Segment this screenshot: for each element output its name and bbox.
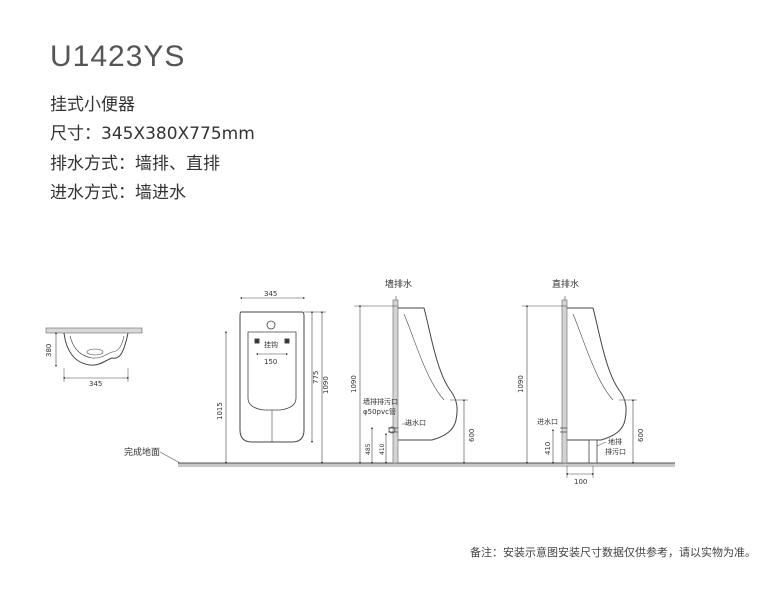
top-depth-dim: 380 xyxy=(45,344,53,357)
top-width-dim: 345 xyxy=(89,380,102,388)
floor-inlet-label: 进水口 xyxy=(537,417,558,426)
wall-drain-label: 墙排排污口 xyxy=(363,397,398,406)
drain-method: 排水方式：墙排、直排 xyxy=(50,154,220,174)
inlet-method: 进水方式：墙进水 xyxy=(50,183,186,203)
front-top-width-dim: 345 xyxy=(264,290,277,298)
floor-drain-side-view xyxy=(522,296,637,478)
wall-pipe-label: φ50pvc管 xyxy=(363,407,396,416)
wall-height-dim: 1090 xyxy=(350,375,358,393)
floor-outlet-height-dim: 600 xyxy=(637,429,645,442)
floor-drain-label-2: 排污口 xyxy=(605,447,626,456)
hook-spacing-dim: 150 xyxy=(264,358,277,366)
body-height-dim: 775 xyxy=(312,371,320,384)
wall-inlet-label: 进水口 xyxy=(405,418,426,427)
floor-drain-title: 直排水 xyxy=(552,278,579,290)
floor-inlet-height-dim: 410 xyxy=(544,442,552,455)
product-name: 挂式小便器 xyxy=(50,95,135,115)
wall-drain-side-view xyxy=(354,296,468,465)
product-size: 尺寸：345X380X775mm xyxy=(50,124,255,144)
floor-drain-label-1: 地排 xyxy=(608,437,622,446)
front-view xyxy=(224,296,326,465)
ground-line xyxy=(159,451,675,467)
wall-inlet-height-dim: 410 xyxy=(379,443,386,455)
wall-drain-title: 墙排水 xyxy=(385,278,412,290)
ground-label: 完成地面 xyxy=(124,446,160,458)
footer-note: 备注：安装示意图安装尺寸数据仅供参考，请以实物为准。 xyxy=(470,546,756,559)
hook-label: 挂钩 xyxy=(264,340,278,349)
wall-outlet-height-dim: 600 xyxy=(468,429,476,442)
total-height-dim: 1090 xyxy=(322,376,330,394)
floor-offset-dim: 100 xyxy=(574,478,587,486)
floor-height-dim: 1090 xyxy=(517,375,525,393)
model-number: U1423YS xyxy=(50,40,186,73)
wall-drain-height-dim: 485 xyxy=(365,443,372,455)
top-view xyxy=(45,327,143,382)
mount-height-dim: 1015 xyxy=(216,402,224,420)
